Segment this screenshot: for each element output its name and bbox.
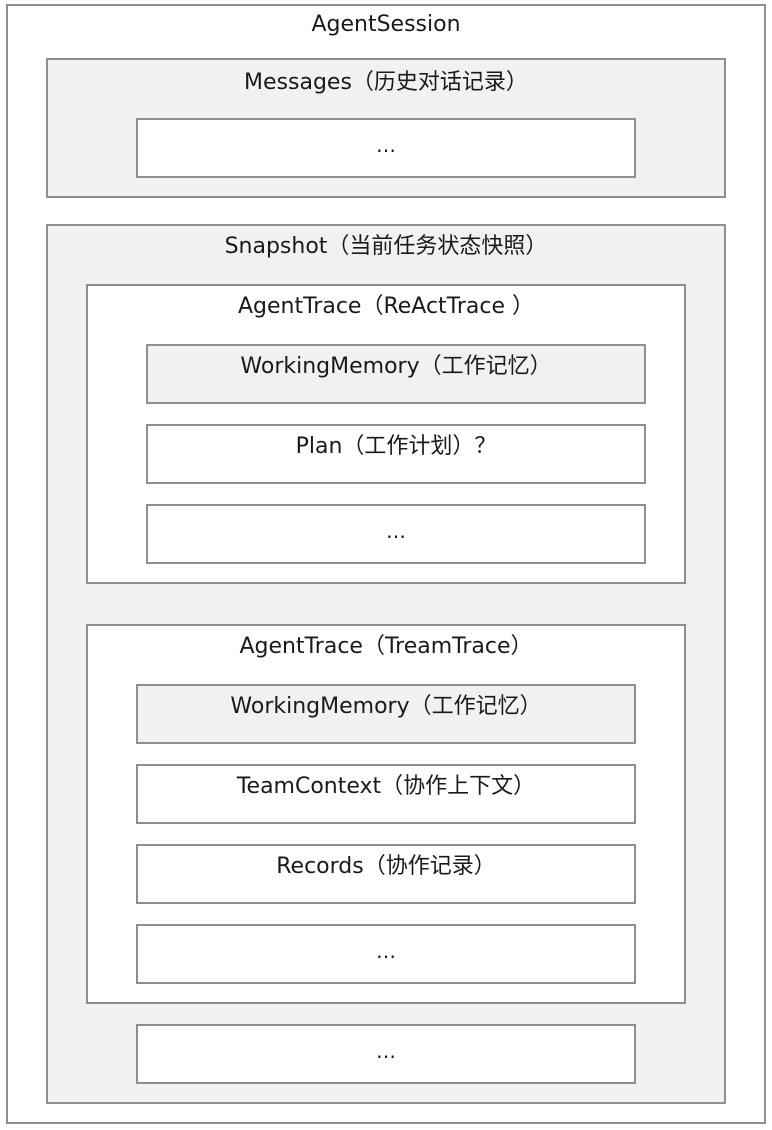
team-working-memory-box: WorkingMemory（工作记忆）: [136, 684, 636, 744]
react-ellipsis-label: …: [386, 519, 406, 543]
team-context-box: TeamContext（协作上下文）: [136, 764, 636, 824]
team-ellipsis-label: …: [376, 939, 396, 963]
team-ellipsis-box: …: [136, 924, 636, 984]
react-plan-box: Plan（工作计划）？: [146, 424, 646, 484]
snapshot-ellipsis-label: …: [376, 1039, 396, 1063]
team-records-box: Records（协作记录）: [136, 844, 636, 904]
react-plan-label: Plan（工作计划）？: [295, 434, 497, 459]
react-ellipsis-box: …: [146, 504, 646, 564]
snapshot-ellipsis-box: …: [136, 1024, 636, 1084]
team-trace-title: AgentTrace（TreamTrace）: [239, 634, 533, 659]
team-records-label: Records（协作记录）: [276, 854, 496, 879]
react-working-memory-box: WorkingMemory（工作记忆）: [146, 344, 646, 404]
snapshot-title: Snapshot（当前任务状态快照）: [224, 234, 548, 259]
react-trace-title: AgentTrace（ReActTrace ）: [237, 294, 535, 319]
agent-session-title: AgentSession: [311, 12, 461, 37]
messages-title: Messages（历史对话记录）: [244, 70, 528, 95]
react-working-memory-label: WorkingMemory（工作记忆）: [240, 354, 552, 379]
team-working-memory-label: WorkingMemory（工作记忆）: [230, 694, 542, 719]
messages-item-ellipsis: …: [136, 118, 636, 178]
messages-item-label: …: [376, 133, 396, 157]
team-context-label: TeamContext（协作上下文）: [236, 774, 536, 799]
